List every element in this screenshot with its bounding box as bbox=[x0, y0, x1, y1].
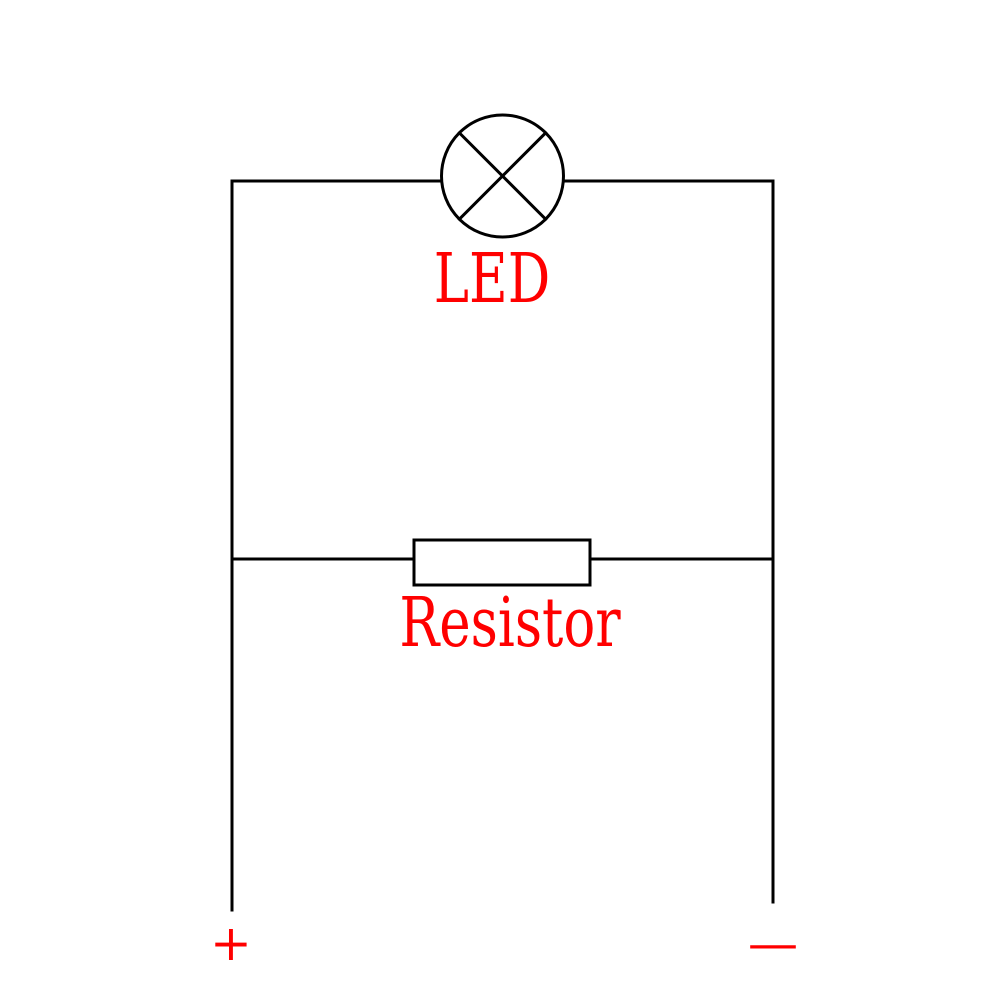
led-circle bbox=[440, 113, 565, 239]
negative-terminal-label: — bbox=[748, 914, 798, 972]
resistor-symbol-icon bbox=[412, 538, 592, 587]
led-symbol-icon bbox=[440, 113, 565, 239]
resistor-label: Resistor bbox=[399, 584, 621, 663]
led-label: LED bbox=[433, 240, 551, 319]
positive-terminal-label: + bbox=[210, 914, 252, 972]
led-cross-line-2 bbox=[457, 130, 548, 222]
